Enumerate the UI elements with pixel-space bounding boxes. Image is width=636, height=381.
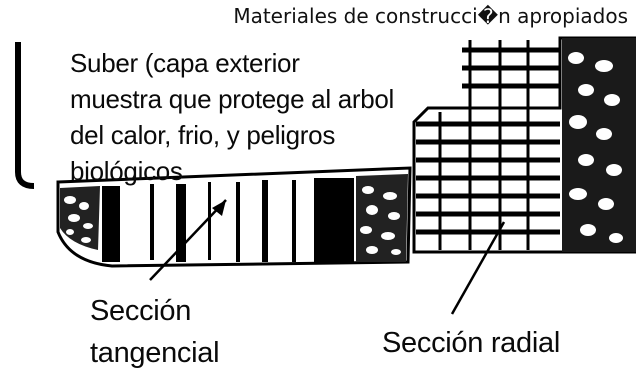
tangential-arrowhead <box>212 200 226 216</box>
radial-section-block <box>412 36 636 254</box>
bark-label-line-1: Suber (capa exterior <box>70 48 300 78</box>
radial-label: Sección radial <box>382 327 560 359</box>
tangential-section-block <box>56 166 412 268</box>
bark-label-line-3: del calor, frio, y peligros <box>70 120 336 150</box>
bark-label-line-2: muestra que protege al arbol <box>70 84 395 114</box>
tangential-leader-line <box>149 199 227 281</box>
tangential-label-line-1: Sección <box>90 295 192 327</box>
page-title: Materiales de construcci�n apropiados <box>233 4 628 28</box>
tangential-label-line-2: tangencial <box>90 337 220 369</box>
bark-label-line-4: biológicos <box>70 156 183 186</box>
radial-leader-line <box>450 221 506 315</box>
bark-label-bracket <box>15 42 35 189</box>
